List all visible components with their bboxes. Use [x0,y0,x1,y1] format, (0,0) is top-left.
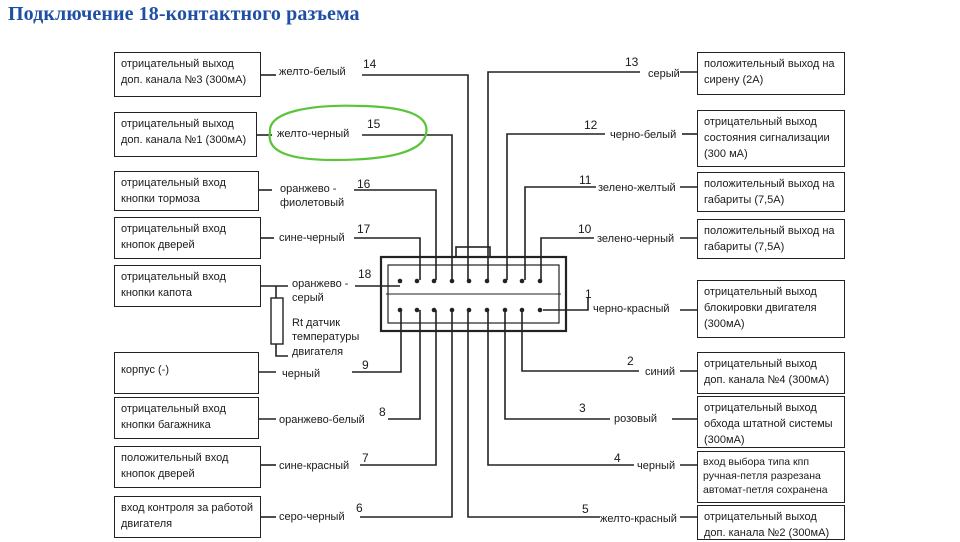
pin-number: 17 [357,222,371,236]
wire-15 [362,134,453,280]
wire-4 [487,310,634,466]
wire-13 [487,71,640,280]
wire-5 [467,310,600,518]
wire-color-label: желто-красный [600,513,677,525]
left-box-7: отрицательный вход кнопки багажника [114,397,259,439]
wire-8 [388,310,421,420]
wire-6 [360,310,453,518]
wire-9 [352,310,402,373]
wire-color-label: синий [645,366,676,378]
wire-14 [362,74,469,280]
pin-number: 1 [585,287,592,301]
pin-number: 5 [582,502,589,516]
wire-color-label: серо-черный [279,511,345,523]
wire-16 [354,189,437,280]
pin-number: 2 [627,354,634,368]
right-box-5: отрицательный выход блокировки двигателя… [697,280,845,338]
pin-number: 16 [357,177,371,191]
left-box-4: отрицательный вход кнопок дверей [114,217,261,259]
temperature-sensor-label: Rt датчик температуры двигателя [292,317,360,358]
pin-number: 12 [584,118,598,132]
wire-1 [543,297,589,311]
wire-color-label: оранжево - фиолетовый [280,183,345,210]
wire-11 [524,186,596,280]
pin-number: 14 [363,57,377,71]
left-box-8: положительный вход кнопок дверей [114,446,261,488]
wire-color-label: черный [637,460,676,472]
pin-number: 6 [356,501,363,515]
left-box-3: отрицательный вход кнопки тормоза [114,171,259,211]
highlight-oval [268,104,428,162]
right-box-7: отрицательный выход обхода штатной систе… [697,396,845,448]
connector-key [455,246,491,258]
wire-3 [504,310,610,420]
wire-color-label: желто-черный [277,128,350,140]
pin-number: 15 [367,117,381,131]
wire-color-label: черно-красный [593,303,670,315]
wire-color-label: зелено-желтый [598,182,676,194]
pin-number: 8 [379,405,386,419]
wire-12 [506,133,605,280]
connector-pins [397,278,543,313]
wire-color-label: желто-белый [279,66,346,78]
right-box-6: отрицательный выход доп. канала №4 (300м… [697,352,845,394]
left-box-1: отрицательный выход доп. канала №3 (300м… [114,52,261,97]
left-box-9: вход контроля за работой двигателя [114,496,261,538]
pin-number: 9 [362,358,369,372]
wire-color-label: серый [648,68,680,80]
wire-color-label: черно-белый [610,129,677,141]
right-box-2: отрицательный выход состояния сигнализац… [697,110,845,167]
right-box-4: положительный выход на габариты (7,5А) [697,219,845,259]
left-box-5: отрицательный вход кнопки капота [114,265,261,307]
pin-number: 10 [578,222,592,236]
right-box-3: положительный выход на габариты (7,5А) [697,172,845,212]
wire-2 [521,310,639,372]
left-box-6: корпус (-) [114,352,259,394]
wire-color-label: сине-красный [279,460,350,472]
pin-number: 7 [362,451,369,465]
pin-number: 18 [358,267,372,281]
wire-7 [360,310,437,466]
right-box-1: положительный выход на сирену (2А) [697,52,845,95]
wires [257,71,697,518]
wire-17 [354,237,421,280]
pin-number: 11 [579,173,592,187]
temperature-sensor-resistor [270,297,284,345]
pin-number: 3 [579,401,586,415]
wire-color-label: оранжево - серый [292,278,349,305]
wire-color-label: черный [282,368,321,380]
wire-color-label: зелено-черный [597,233,675,245]
wire-10 [540,237,594,280]
left-box-2: отрицательный выход доп. канала №1 (300м… [114,112,257,157]
wire-color-label: розовый [614,413,658,425]
wire-color-label: сине-черный [279,232,345,244]
right-box-8: вход выбора типа кпп ручная-петля разрез… [697,451,845,503]
page-title: Подключение 18-контактного разъема [8,3,360,25]
pin-number: 4 [614,451,621,465]
wire-color-label: оранжево-белый [279,414,365,426]
right-box-9: отрицательный выход доп. канала №2 (300м… [697,505,845,540]
pin-number: 13 [625,55,639,69]
